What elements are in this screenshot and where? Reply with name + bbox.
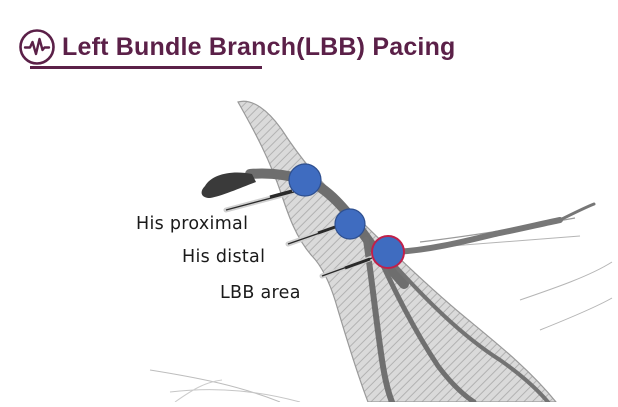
right-bundle-branch <box>393 217 563 255</box>
label-his-distal: His distal <box>182 247 266 267</box>
pacing-lead-his-distal <box>285 223 343 247</box>
label-his-proximal: His proximal <box>136 214 249 234</box>
left-bundle-fascicle-2 <box>371 243 477 405</box>
page-title: Left Bundle Branch(LBB) Pacing <box>62 33 456 61</box>
marker-his-proximal <box>288 163 322 197</box>
left-bundle-fascicle-1 <box>363 237 395 405</box>
pacing-lead-his-proximal <box>223 189 297 213</box>
anatomy-illustration <box>149 100 613 405</box>
av-node <box>201 172 256 198</box>
slide-header: Left Bundle Branch(LBB) Pacing <box>0 0 618 80</box>
marker-lbb-area <box>371 235 405 269</box>
title-underline <box>30 66 262 69</box>
marker-his-distal <box>334 208 366 240</box>
pacing-lead-lbb-area <box>319 255 375 279</box>
conduction-diagram: His proximal His distal LBB area <box>0 80 618 405</box>
left-bundle-fascicle-3 <box>386 256 550 404</box>
heartbeat-icon <box>19 29 55 65</box>
label-lbb-area: LBB area <box>220 283 301 303</box>
